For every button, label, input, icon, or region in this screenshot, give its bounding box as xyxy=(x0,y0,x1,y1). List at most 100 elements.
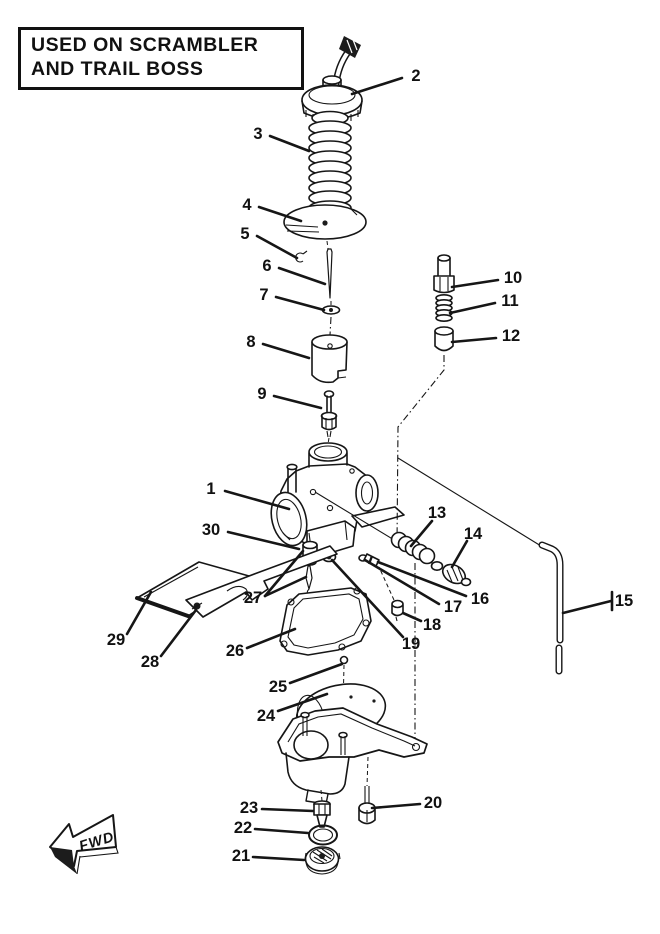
vent-tube xyxy=(397,457,564,675)
callout-16: 16 xyxy=(376,560,489,608)
part-number-8: 8 xyxy=(246,333,255,351)
part-number-28: 28 xyxy=(141,653,159,671)
part-number-18: 18 xyxy=(423,616,441,634)
leader-line-20 xyxy=(370,802,422,810)
leader-line-9 xyxy=(272,394,323,410)
title-line-2: AND TRAIL BOSS xyxy=(31,58,204,81)
leader-line-24 xyxy=(276,692,329,713)
callout-25: 25 xyxy=(269,662,344,696)
part-number-4: 4 xyxy=(242,196,252,214)
part-number-19: 19 xyxy=(402,635,420,653)
callout-4: 4 xyxy=(242,196,303,223)
adjuster-spring xyxy=(390,531,436,565)
cable-adjuster-screw xyxy=(320,390,338,445)
part-number-24: 24 xyxy=(257,707,276,725)
callout-27: 27 xyxy=(244,549,308,607)
leader-line-13 xyxy=(409,519,434,548)
adjuster-knob xyxy=(430,560,472,587)
callout-24: 24 xyxy=(257,692,329,725)
carburetor-body xyxy=(270,442,405,557)
leader-line-26 xyxy=(245,627,297,650)
callout-10: 10 xyxy=(450,269,522,289)
leader-line-21 xyxy=(251,855,306,862)
callout-2: 2 xyxy=(350,67,421,96)
title-line-1: USED ON SCRAMBLER xyxy=(31,34,259,56)
callout-23: 23 xyxy=(240,799,315,817)
drain-bolt xyxy=(313,789,331,828)
part-number-27: 27 xyxy=(244,589,262,607)
leader-line-27 xyxy=(263,575,308,598)
callout-7: 7 xyxy=(259,286,326,312)
leader-line-1 xyxy=(223,489,291,511)
o-ring xyxy=(308,824,338,846)
callout-26: 26 xyxy=(226,627,297,660)
part-number-29: 29 xyxy=(107,631,125,649)
leader-line-14 xyxy=(450,539,469,569)
callout-11: 11 xyxy=(448,292,519,315)
throttle-slide xyxy=(311,334,348,384)
part-number-13: 13 xyxy=(428,504,446,522)
part-number-5: 5 xyxy=(240,225,249,243)
leader-line-4 xyxy=(257,205,303,223)
leader-line-27 xyxy=(263,549,305,598)
part-number-15: 15 xyxy=(615,592,633,610)
leader-line-8 xyxy=(261,342,311,360)
leader-line-11 xyxy=(448,301,497,315)
bowl-gasket xyxy=(279,587,372,656)
part-number-2: 2 xyxy=(411,67,420,85)
pilot-screw-spring xyxy=(435,293,453,322)
leader-line-3 xyxy=(268,134,311,153)
callout-28: 28 xyxy=(141,608,198,671)
part-number-20: 20 xyxy=(424,794,442,812)
cap-nut xyxy=(304,846,341,875)
callout-layer: 1234567891011121314151617181920212223242… xyxy=(107,67,633,865)
part-number-9: 9 xyxy=(257,385,266,403)
part-number-16: 16 xyxy=(471,590,489,608)
leader-line-17 xyxy=(363,558,441,606)
leader-line-19 xyxy=(330,558,405,639)
callout-3: 3 xyxy=(253,125,311,153)
title-box: USED ON SCRAMBLER AND TRAIL BOSS xyxy=(18,27,304,90)
callout-5: 5 xyxy=(240,225,299,260)
callout-20: 20 xyxy=(370,794,442,812)
leader-line-12 xyxy=(450,336,498,344)
part-number-17: 17 xyxy=(444,598,462,616)
leader-line-15 xyxy=(561,599,613,615)
leader-line-18 xyxy=(401,611,423,623)
throttle-cable xyxy=(332,36,361,88)
callout-6: 6 xyxy=(262,257,327,286)
leader-line-28 xyxy=(159,608,198,658)
callout-30: 30 xyxy=(202,521,301,551)
fwd-arrow: FWD xyxy=(49,814,119,875)
leader-line-30 xyxy=(226,530,301,551)
leader-line-22 xyxy=(253,827,310,835)
part-number-23: 23 xyxy=(240,799,258,817)
float-needle-valve xyxy=(302,540,318,597)
callout-9: 9 xyxy=(257,385,323,410)
mounting-plate xyxy=(135,561,250,618)
bowl-screw xyxy=(358,756,376,825)
leader-line-16 xyxy=(376,560,468,598)
drain-nipple-bolt xyxy=(378,566,404,622)
part-number-26: 26 xyxy=(226,642,244,660)
leader-line-6 xyxy=(277,266,327,286)
callout-8: 8 xyxy=(246,333,311,360)
cable-bracket xyxy=(185,545,338,618)
callout-17: 17 xyxy=(363,558,462,616)
pilot-air-screw xyxy=(433,254,455,294)
leader-line-23 xyxy=(260,807,315,813)
part-number-7: 7 xyxy=(259,286,268,304)
callout-12: 12 xyxy=(450,327,520,345)
callout-1: 1 xyxy=(206,480,291,511)
callout-22: 22 xyxy=(234,819,310,837)
part-number-1: 1 xyxy=(206,480,215,498)
callout-13: 13 xyxy=(409,504,446,548)
leader-line-7 xyxy=(274,295,326,312)
pilot-screw-nut xyxy=(396,326,454,544)
throttle-plate xyxy=(283,204,367,250)
part-number-3: 3 xyxy=(253,125,262,143)
part-number-21: 21 xyxy=(232,847,250,865)
jet-needle xyxy=(326,248,333,306)
